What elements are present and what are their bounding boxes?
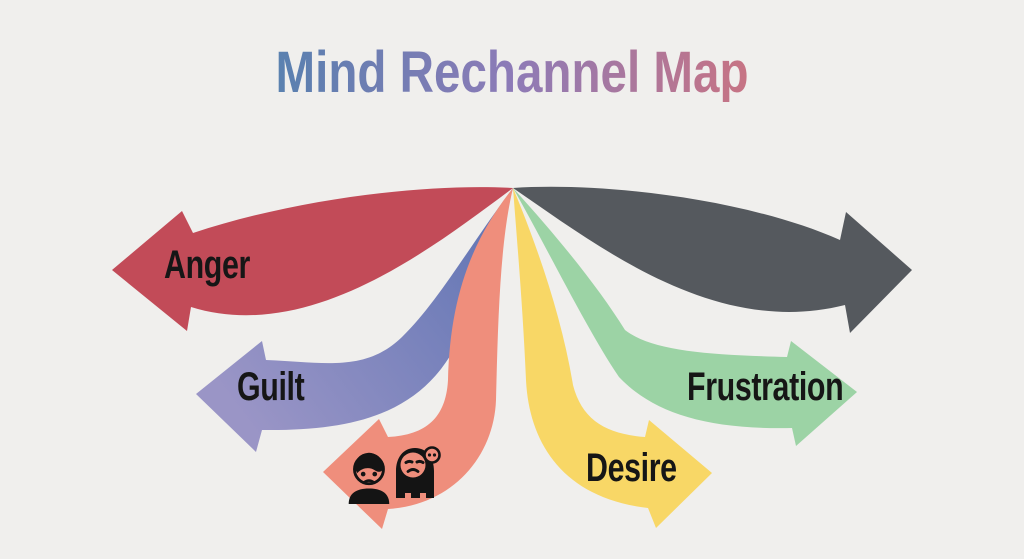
desire-arrow — [513, 188, 712, 528]
anger-arrow — [112, 187, 513, 331]
guilt-label: Guilt — [237, 365, 305, 409]
anger-label: Anger — [164, 243, 250, 287]
orange-arrow — [323, 188, 513, 529]
guilt-arrow — [196, 188, 513, 452]
frustration-label: Frustration — [687, 365, 844, 409]
orange-arrow-icons — [343, 444, 441, 504]
desire-label: Desire — [586, 446, 677, 490]
worried-person-icon — [348, 452, 390, 504]
gray-arrow — [513, 186, 912, 333]
sad-blob-thought-bubble-icon — [396, 446, 441, 498]
page-title: Mind Rechannel Map — [92, 44, 932, 102]
frustration-arrow — [513, 188, 857, 446]
